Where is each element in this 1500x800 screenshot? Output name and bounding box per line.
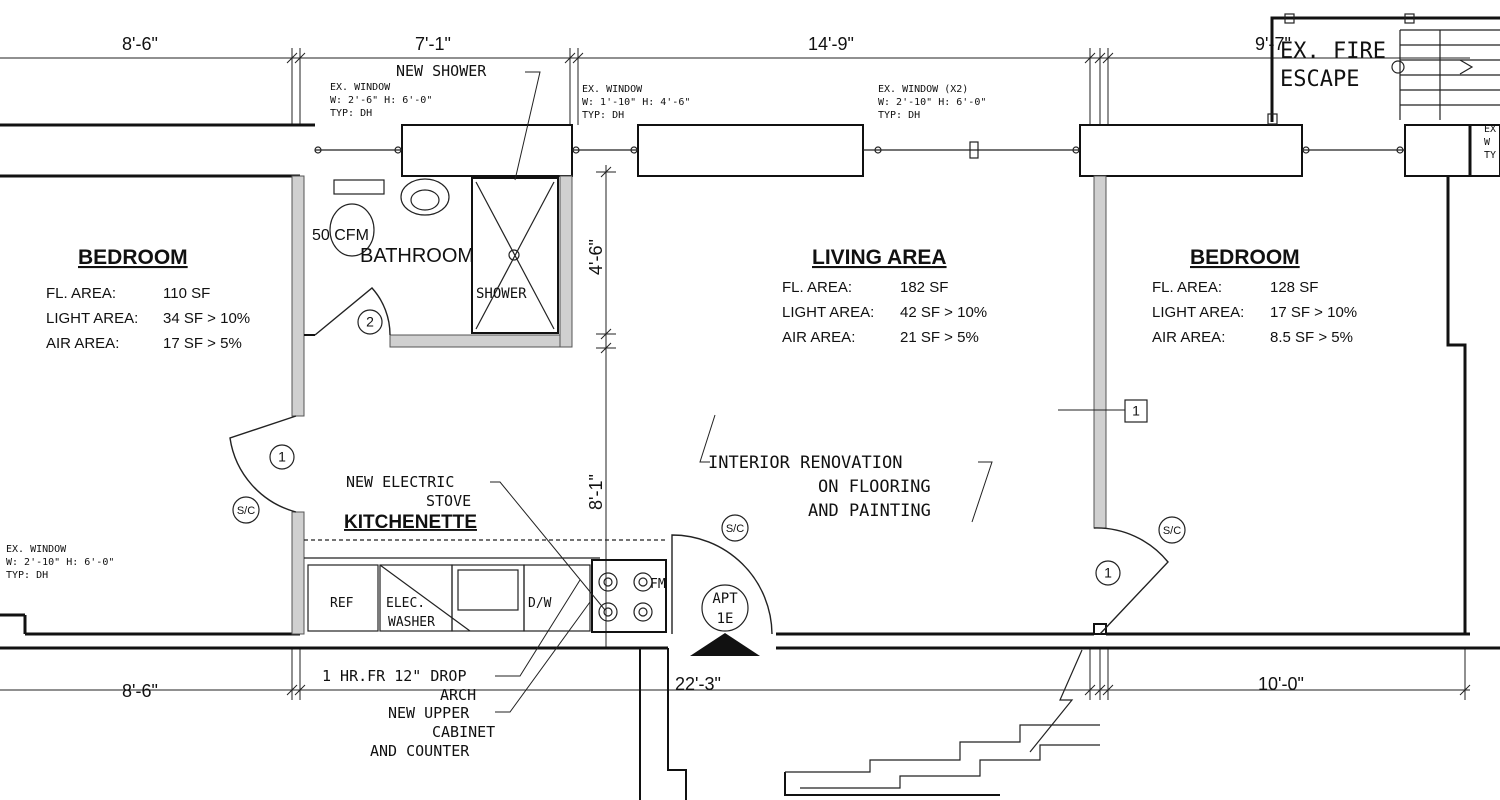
note-renovation-2: ON FLOORING — [818, 477, 931, 497]
bedroom-right-door — [1093, 527, 1169, 635]
apt-tag-line-2: 1E — [717, 611, 734, 627]
note-renovation-3: AND PAINTING — [808, 501, 931, 521]
dim-bottom-living: 22'-3" — [675, 674, 721, 694]
door-tag-bedroom-right-label: 1 — [1104, 565, 1112, 581]
sc-tag-entry-label: S/C — [726, 523, 744, 535]
note-new-shower: NEW SHOWER — [396, 62, 487, 80]
dim-vertical-shower: 4'-6" — [586, 239, 606, 275]
window-bedroom-left-l1: EX. WINDOW — [6, 544, 67, 555]
note-washer: WASHER — [388, 615, 435, 630]
window-living-right-l1: EX. WINDOW (X2) — [878, 84, 968, 95]
sc-tag-entry: S/C — [721, 514, 749, 542]
note-drop-2: ARCH — [440, 686, 476, 704]
note-fire-escape-2: ESCAPE — [1280, 67, 1359, 92]
living-row-1-label: LIGHT AREA: — [782, 304, 874, 321]
sc-tag-right-label: S/C — [1163, 525, 1181, 537]
exterior-walls — [0, 123, 1500, 650]
window-living-left-l1: EX. WINDOW — [582, 84, 643, 95]
sc-tag-left: S/C — [232, 496, 260, 524]
bedroom-right-row-2-value: 8.5 SF > 5% — [1270, 329, 1353, 346]
note-stove-2: STOVE — [426, 492, 471, 510]
leader-lines — [490, 71, 1125, 713]
doors — [229, 415, 1169, 656]
dim-top-bedroom: 8'-6" — [122, 34, 158, 54]
apt-tag-line-1: APT — [712, 591, 738, 607]
living-row-0-value: 182 SF — [900, 279, 948, 296]
living-row-1-value: 42 SF > 10% — [900, 304, 987, 321]
entry-door — [671, 534, 773, 635]
fire-escape — [1267, 13, 1500, 125]
note-drop-1: 1 HR.FR 12" DROP — [322, 667, 467, 685]
note-dw: D/W — [528, 596, 552, 611]
door-tag-bedroom-right: 1 — [1095, 560, 1121, 586]
dim-bottom-bedroom-right: 10'-0" — [1258, 674, 1304, 694]
window-living-left-l2: W: 1'-10" H: 4'-6" — [582, 97, 690, 108]
window-bedroom-left-l3: TYP: DH — [6, 570, 48, 581]
door-tag-bedroom-left: 1 — [269, 444, 295, 470]
dimension-lines — [0, 48, 1471, 700]
dim-top-bathroom: 7'-1" — [415, 34, 451, 54]
window-living-left-l3: TYP: DH — [582, 110, 624, 121]
apt-tag: APT 1E — [701, 584, 749, 632]
dim-vertical-kitchen: 8'-1" — [586, 474, 606, 510]
window-bath-l3: TYP: DH — [330, 108, 372, 119]
window-bedroom-left-l2: W: 2'-10" H: 6'-0" — [6, 557, 114, 568]
living-title: LIVING AREA — [812, 246, 947, 269]
bedroom-left-row-2-value: 17 SF > 5% — [163, 335, 242, 352]
bathroom-title: BATHROOM — [360, 245, 474, 267]
door-tag-bedroom-left-label: 1 — [278, 449, 286, 465]
note-ref: REF — [330, 596, 354, 611]
kitchenette-title: KITCHENETTE — [344, 512, 477, 533]
bedroom-right-row-0-value: 128 SF — [1270, 279, 1318, 296]
note-fm: FM — [650, 577, 666, 592]
bedroom-left-row-0-label: FL. AREA: — [46, 285, 116, 302]
bedroom-right-row-0-label: FL. AREA: — [1152, 279, 1222, 296]
window-bedroom-right-l2: W — [1484, 137, 1491, 148]
bathroom-fixtures — [314, 177, 559, 336]
living-row-2-label: AIR AREA: — [782, 329, 855, 346]
entry-arrow — [690, 633, 760, 656]
kitchenette-fixtures — [304, 539, 668, 633]
bedroom-left-door — [229, 415, 297, 513]
sc-tag-left-label: S/C — [237, 505, 255, 517]
note-renovation-1: INTERIOR RENOVATION — [708, 453, 902, 473]
partition-tag: 1 — [1124, 399, 1148, 423]
living-row-2-value: 21 SF > 5% — [900, 329, 979, 346]
door-tag-bath-label: 2 — [366, 314, 374, 330]
bedroom-left-row-1-value: 34 SF > 10% — [163, 310, 250, 327]
bedroom-right-row-1-label: LIGHT AREA: — [1152, 304, 1244, 321]
bedroom-left-row-1-label: LIGHT AREA: — [46, 310, 138, 327]
note-fan: 50 CFM — [312, 227, 369, 244]
bedroom-right-row-2-label: AIR AREA: — [1152, 329, 1225, 346]
window-bath-l2: W: 2'-6" H: 6'-0" — [330, 95, 432, 106]
window-bedroom-right-l3: TY — [1484, 150, 1496, 161]
window-bedroom-right-l1: EX — [1484, 124, 1496, 135]
bedroom-left-row-2-label: AIR AREA: — [46, 335, 119, 352]
window-bath-l1: EX. WINDOW — [330, 82, 391, 93]
interior-walls — [291, 175, 1107, 635]
stairs-below — [639, 648, 1100, 800]
door-tag-bath: 2 — [357, 309, 383, 335]
sc-tag-right: S/C — [1158, 516, 1186, 544]
window-living-right-l2: W: 2'-10" H: 6'-0" — [878, 97, 986, 108]
dim-top-living: 14'-9" — [808, 34, 854, 54]
living-row-0-label: FL. AREA: — [782, 279, 852, 296]
dim-bottom-bedroom: 8'-6" — [122, 681, 158, 701]
bedroom-right-title: BEDROOM — [1190, 246, 1300, 269]
bedroom-left-row-0-value: 110 SF — [163, 285, 210, 302]
partition-tag-label: 1 — [1132, 403, 1140, 419]
bedroom-right-row-1-value: 17 SF > 10% — [1270, 304, 1357, 321]
note-stove-1: NEW ELECTRIC — [346, 473, 454, 491]
note-elec: ELEC. — [386, 596, 425, 611]
window-living-right-l3: TYP: DH — [878, 110, 920, 121]
note-upper-2: CABINET — [432, 723, 495, 741]
bedroom-left-title: BEDROOM — [78, 246, 188, 269]
note-upper-3: AND COUNTER — [370, 742, 470, 760]
note-upper-1: NEW UPPER — [388, 704, 470, 722]
note-shower: SHOWER — [476, 286, 527, 302]
note-fire-escape-1: EX. FIRE — [1280, 39, 1386, 64]
